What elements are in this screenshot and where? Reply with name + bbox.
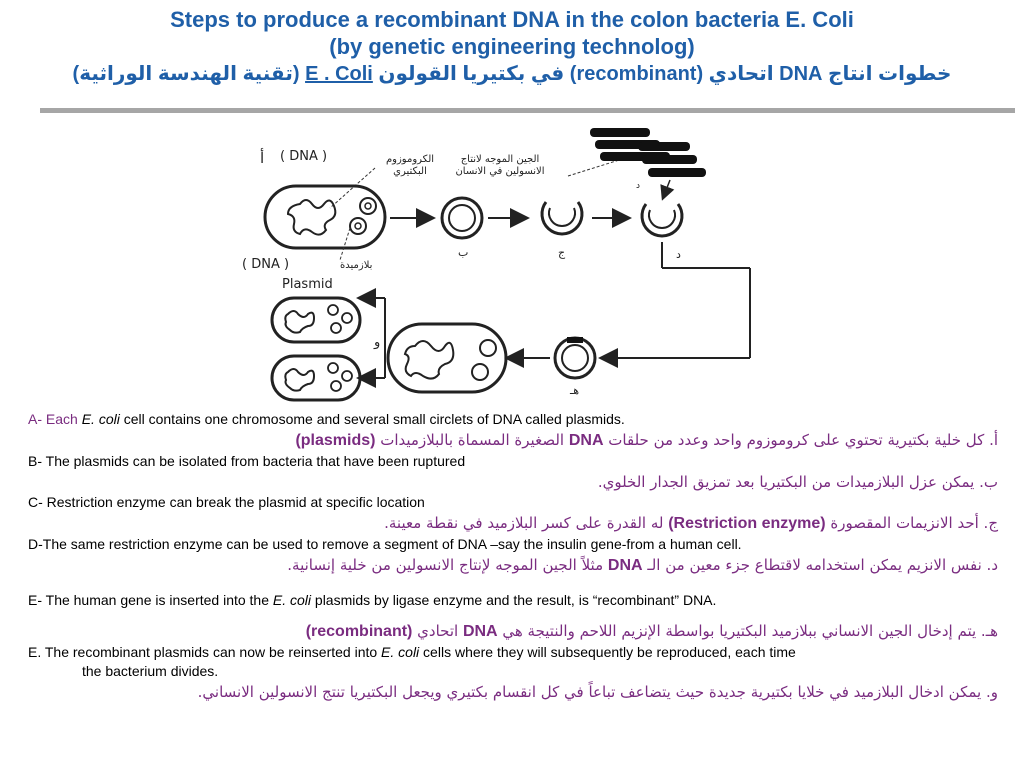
plasmid-b [440,196,484,240]
plasmid-daughter [341,312,353,324]
step-d-ar-b: مثلاً الجين الموجه لإنتاج الانسولين من خ… [287,556,608,574]
plasmid-c-cut [540,201,584,236]
step-e-rest: plasmids by ligase enzyme and the result… [311,592,717,608]
step-e-italic: E. coli [272,592,312,608]
chromosome-label-2: البكتيري [393,166,427,177]
step-a-ar-a: أ. كل خلية بكتيرية تحتوي على كروموزوم وا… [603,431,998,449]
step-f-rest: cells where they will subsequently be re… [419,644,796,660]
step-a-italic: E. coli [81,411,120,427]
step-d-ar-a: د. نفس الانزيم يمكن استخدامه لاقتطاع جزء… [642,556,998,574]
step-e-ar-kw: DNA [462,623,498,640]
daughter-bacterium-1 [270,296,362,344]
plasmid-d-cut-inner [648,209,676,229]
plasmid-c-cut-inner [548,207,576,227]
plasmid-label: Plasmid [282,277,333,292]
gene-segment [642,155,697,164]
step-c-ar: ج. أحد الانزيمات المقصورة (Restriction e… [28,512,998,535]
gene-label-2: الانسولين في الانسان [455,166,544,177]
plasmid-recombinant [471,363,489,381]
step-f-en: E. The recombinant plasmids can now be r… [28,643,998,662]
plasmid-d-cut [640,203,684,238]
recombinant-dna-diagram: ( DNA ) أ الكروموزوم البكتيري الجين المو… [200,118,775,406]
step-a-ar: أ. كل خلية بكتيرية تحتوي على كروموزوم وا… [28,429,998,452]
step-c-ar-b: له القدرة على كسر البلازميد في نقطة معين… [384,514,669,532]
plasmid-ar-label: بلازميدة [340,260,372,271]
plasmid-recombinant [479,339,497,357]
recombinant-bacterium [386,322,508,394]
gene-label-1: الجين الموجه لانتاج [461,154,540,165]
plasmid-e-gene [567,337,583,343]
diagram-svg: ( DNA ) أ الكروموزوم البكتيري الجين المو… [242,128,751,402]
step-f-italic: E. coli [381,644,420,660]
chromosome-recombinant [403,340,455,380]
plasmid-daughter [327,304,339,316]
step-e-ar-a: هـ. يتم إدخال الجين الانساني ببلازميد ال… [497,622,998,640]
plasmid-b-inner [448,204,476,232]
title-line-2: (by genetic engineering technolog) [329,34,695,59]
arrow-gene-insert [660,179,675,201]
title-divider [40,108,1015,113]
gene-segment [648,168,706,177]
dna-label-top: ( DNA ) [280,149,327,164]
daughter-bacterium-2 [270,354,362,402]
step-c-ar-kw: (Restriction enzyme) [668,515,826,532]
step-h-label: هـ [569,384,579,397]
chromosome-label-1: الكروموزوم [386,154,434,165]
step-b-label: ب [458,246,468,259]
step-a-prefix: A- Each [28,411,82,427]
step-e-en: E- The human gene is inserted into the E… [28,591,998,610]
plasmid-daughter [330,380,342,392]
step-d-en: D-The same restriction enzyme can be use… [28,536,742,552]
step-d-small-label: د [636,181,640,191]
step-f-prefix: E. The recombinant plasmids can now be r… [28,644,382,660]
step-c-ar-a: ج. أحد الانزيمات المقصورة [825,514,998,532]
step-a-ar-b: الصغيرة المسماة بالبلازميدات [375,431,569,449]
chromosome-daughter-2 [284,368,316,392]
title-line-3-a: خطوات انتاج DNA اتحادي (recombinant) في … [372,63,952,85]
gene-segment [638,142,690,151]
title-line-1: Steps to produce a recombinant DNA in th… [170,7,854,32]
step-e-ar: هـ. يتم إدخال الجين الانساني ببلازميد ال… [28,620,998,643]
plasmid-leader [339,227,351,261]
steps-text: A- Each E. coli cell contains one chromo… [28,410,998,703]
step-f-ar: و. يمكن ادخال البلازميد في خلايا بكتيرية… [197,683,998,701]
title-line-3: خطوات انتاج DNA اتحادي (recombinant) في … [0,60,1024,88]
step-d-ar: د. نفس الانزيم يمكن استخدامه لاقتطاع جزء… [28,554,998,577]
spacer [28,610,998,620]
plasmid-daughter [330,322,342,334]
chromosome-leader [329,167,376,209]
step-j-label: ج [558,246,566,259]
gene-segment [590,128,650,137]
step-e-ar-kw2: (recombinant) [305,623,413,640]
step-d-label: د [676,248,681,261]
step-b-en: B- The plasmids can be isolated from bac… [28,453,466,469]
dna-label-left: ( DNA ) [242,257,289,272]
step-e-prefix: E- The human gene is inserted into the [28,592,273,608]
plasmid-daughter [341,370,353,382]
step-a-en: A- Each E. coli cell contains one chromo… [28,410,998,429]
title-line-3-ecoli: E . Coli [305,63,373,85]
chromosome-a [286,199,337,236]
plasmid-daughter [327,362,339,374]
plasmid-a [359,197,377,215]
step-w-label: و [373,335,380,350]
step-b-ar: ب. يمكن عزل البلازميدات من البكتيريا بعد… [597,473,998,491]
title-block: Steps to produce a recombinant DNA in th… [0,6,1024,88]
plasmid-a-inner [354,222,362,230]
step-a-rest: cell contains one chromosome and several… [119,411,625,427]
plasmid-a-inner [364,202,372,210]
chromosome-daughter-1 [284,310,316,334]
alef-label: أ [260,148,264,167]
plasmid-e-inner [561,344,589,372]
spacer [28,577,998,591]
step-e-ar-b: اتحادي [412,622,463,640]
step-c-en: C- Restriction enzyme can break the plas… [28,494,425,510]
step-a-ar-kw2: (plasmids) [295,432,376,449]
bacterium-a [263,184,387,250]
step-f-en-line2: the bacterium divides. [82,663,219,679]
step-d-ar-kw: DNA [607,557,643,574]
step-a-ar-kw1: DNA [568,432,604,449]
plasmid-a [349,217,367,235]
title-line-3-c: (تقنية الهندسة الوراثية) [72,63,306,85]
